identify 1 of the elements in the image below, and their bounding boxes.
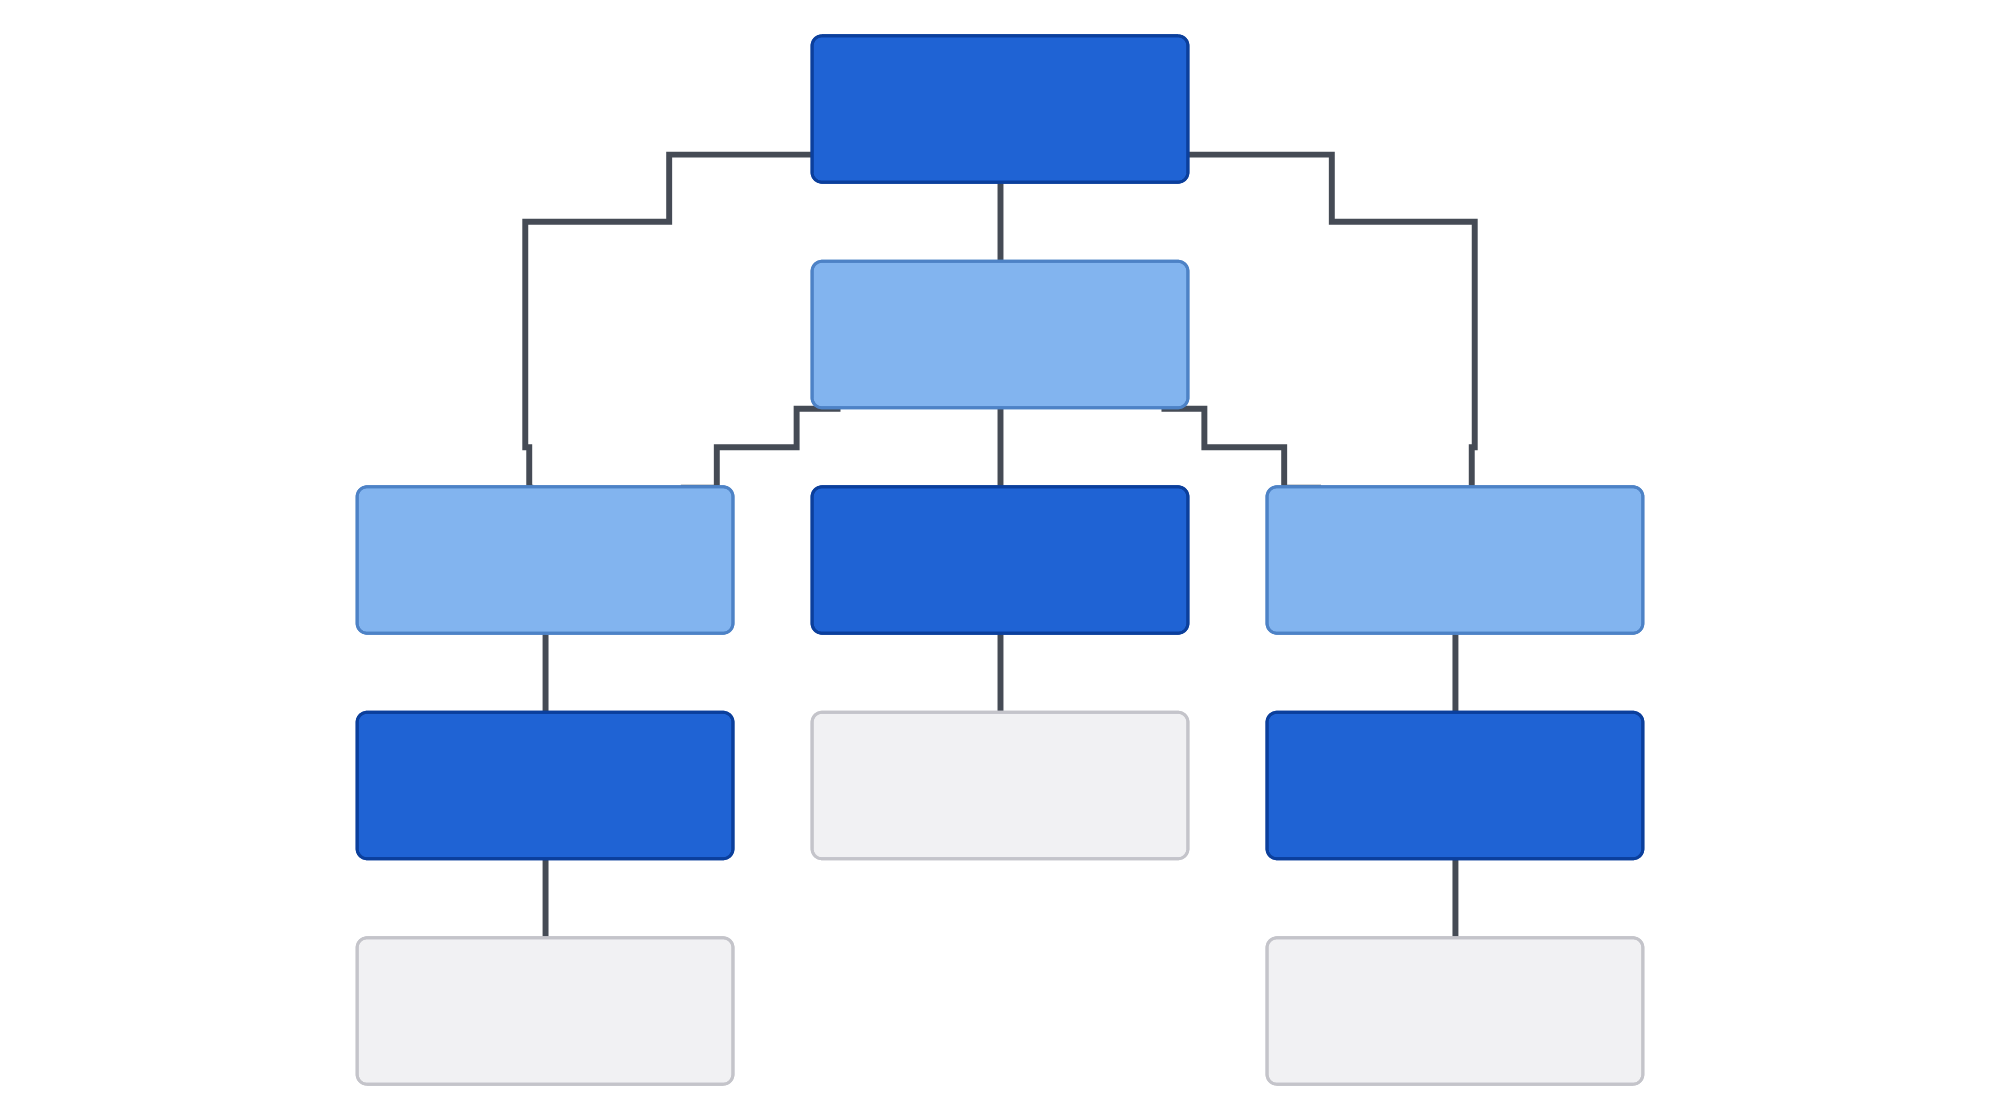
connector xyxy=(1188,151,1478,491)
